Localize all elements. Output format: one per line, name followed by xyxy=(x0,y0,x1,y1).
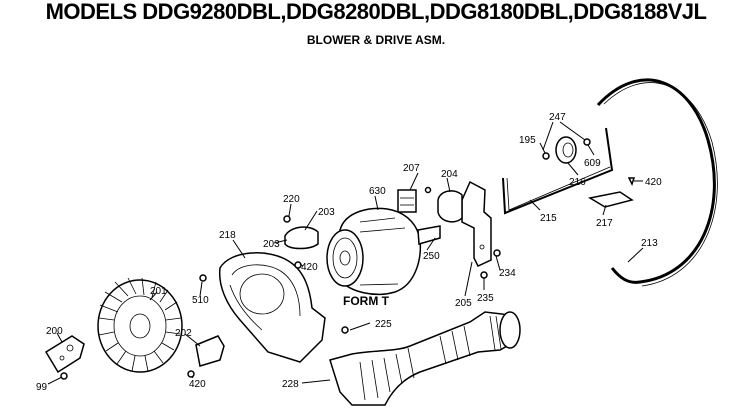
motor-mount-bracket-part xyxy=(461,180,492,267)
screw-part xyxy=(627,177,636,186)
screw-part xyxy=(60,186,501,380)
callout-205: 205 xyxy=(455,298,472,309)
callout-202: 202 xyxy=(175,328,192,339)
idler-bracket-part xyxy=(587,191,634,208)
motor-clip-part xyxy=(284,226,319,250)
callout-217: 217 xyxy=(596,218,613,229)
callout-201: 201 xyxy=(150,286,167,297)
callout-225: 225 xyxy=(375,319,392,330)
callout-609: 609 xyxy=(584,158,601,169)
callout-235: 235 xyxy=(477,293,494,304)
callout-99: 99 xyxy=(36,382,48,393)
callout-420-motor: 420 xyxy=(301,262,318,273)
leader-lines xyxy=(47,121,644,385)
housing-bracket-part xyxy=(195,335,225,367)
callout-195: 195 xyxy=(519,135,536,146)
callout-420-bracket: 420 xyxy=(645,177,662,188)
callout-630: 630 xyxy=(369,186,386,197)
pulley-shaft-part xyxy=(542,138,591,160)
callout-215: 215 xyxy=(540,213,557,224)
callout-213: 213 xyxy=(641,238,658,249)
callout-250: 250 xyxy=(423,251,440,262)
callout-234: 234 xyxy=(499,268,516,279)
idler-arm-part xyxy=(502,127,614,215)
callout-510: 510 xyxy=(192,295,209,306)
drive-motor-part xyxy=(326,207,441,296)
blower-housing-part xyxy=(218,252,326,363)
drum-belt-part xyxy=(596,78,718,287)
callout-203-lower: 203 xyxy=(263,239,280,250)
form-t-label: FORM T xyxy=(343,294,390,308)
callout-218: 218 xyxy=(219,230,236,241)
callout-220: 220 xyxy=(283,194,300,205)
diagram-subtitle: BLOWER & DRIVE ASM. xyxy=(306,33,446,47)
exhaust-duct-part xyxy=(329,311,521,406)
callout-228: 228 xyxy=(282,379,299,390)
callout-207: 207 xyxy=(403,163,420,174)
callout-247: 247 xyxy=(549,112,566,123)
motor-switch-part xyxy=(397,189,417,213)
blower-bracket-part xyxy=(44,335,85,374)
blower-wheel-part xyxy=(97,277,183,373)
callout-216: 216 xyxy=(569,177,586,188)
idler-pulley-part xyxy=(555,136,577,164)
callout-420-housing: 420 xyxy=(189,379,206,390)
callout-203-upper: 203 xyxy=(318,207,335,218)
diagram-title: MODELS DDG9280DBL,DDG8280DBL,DDG8180DBL,… xyxy=(45,0,707,24)
motor-clamp-part xyxy=(437,190,463,223)
callout-204: 204 xyxy=(441,169,458,180)
callout-200: 200 xyxy=(46,326,63,337)
